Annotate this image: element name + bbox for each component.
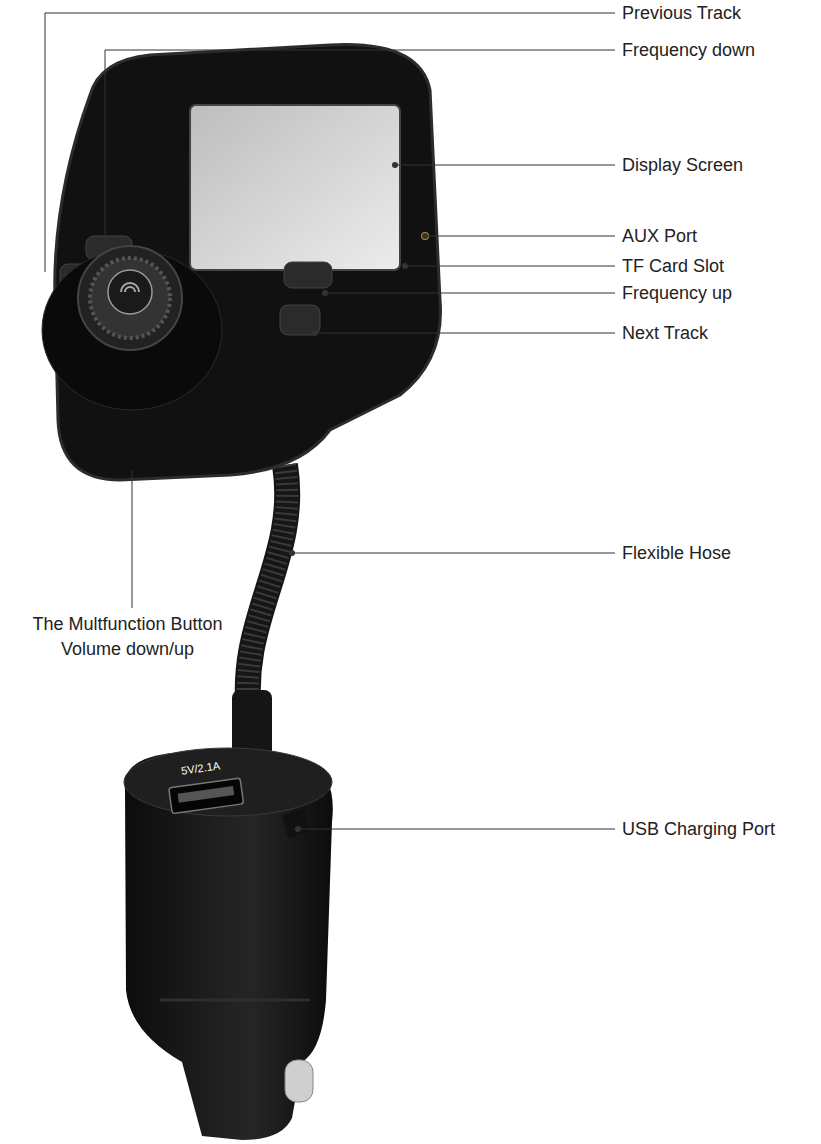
hose-ribbing — [248, 465, 288, 720]
callout-label: Display Screen — [622, 154, 743, 176]
callout-label: The Multfunction Button Volume down/up — [5, 612, 250, 662]
device-head — [55, 45, 441, 480]
plug-cap — [124, 748, 332, 816]
leader-lines — [45, 13, 615, 829]
frequency-up-button — [284, 262, 332, 288]
leader-dots — [289, 162, 428, 832]
callout-label: Frequency up — [622, 282, 732, 304]
knob-ridges — [90, 258, 170, 338]
knob-logo — [108, 270, 152, 314]
knob-base — [42, 250, 222, 410]
usb-port — [169, 778, 244, 814]
plug-clip — [282, 808, 308, 838]
display-screen — [190, 105, 400, 270]
flexible-hose — [248, 465, 288, 720]
callout-label: AUX Port — [622, 225, 697, 247]
callout-label: Flexible Hose — [622, 542, 731, 564]
aux-port — [421, 232, 429, 240]
plug-ridge — [160, 999, 310, 1002]
next-track-button — [280, 305, 320, 335]
callout-label: Frequency down — [622, 39, 755, 61]
callout-label: Next Track — [622, 322, 708, 344]
multifunction-knob — [78, 246, 182, 350]
knob-icon — [121, 283, 139, 292]
callout-label: TF Card Slot — [622, 255, 724, 277]
callout-label: Previous Track — [622, 2, 741, 24]
usb-tongue — [178, 786, 235, 803]
plug-contact — [285, 1060, 313, 1102]
callout-label: USB Charging Port — [622, 818, 775, 840]
